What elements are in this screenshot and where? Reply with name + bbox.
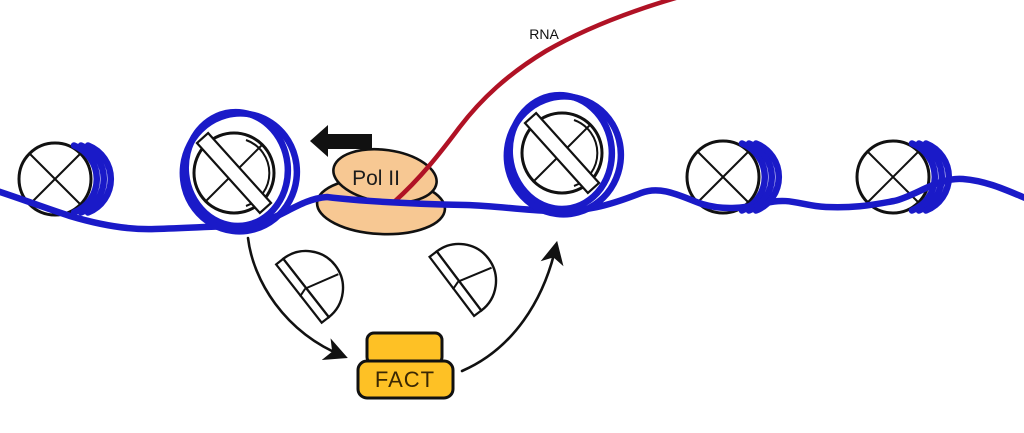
reassembly-arrow [460, 240, 564, 373]
transcription-direction-arrow-icon [310, 125, 372, 157]
half-nucleosome-right [427, 227, 513, 318]
nucleosome-upstream-split-disc [192, 131, 276, 215]
rna-polymerase-pol-ii: Pol II [315, 147, 447, 236]
rna-strand [391, 0, 677, 205]
nucleosome-downstream-split-disc [520, 111, 604, 195]
pol-ii-label: Pol II [352, 167, 400, 190]
half-nucleosome-left [274, 234, 360, 325]
fact-upper-subunit [365, 331, 444, 366]
fact-complex: FACT [356, 331, 455, 400]
rna-label: RNA [529, 26, 559, 42]
fact-lower-subunit [356, 359, 455, 400]
rna-transcript: RNA [391, 0, 677, 205]
fact-label: FACT [375, 367, 435, 392]
disassembly-arrow [246, 236, 348, 360]
